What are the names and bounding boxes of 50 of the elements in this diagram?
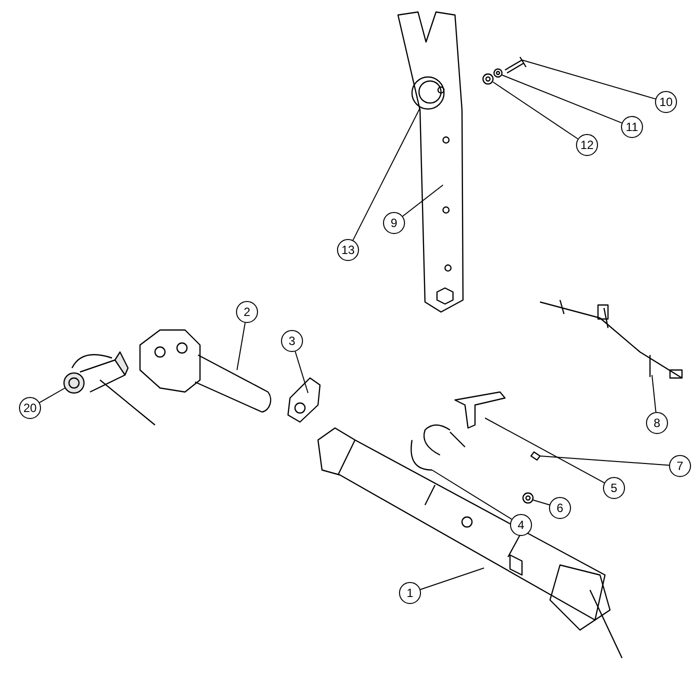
callout-number: 1 — [406, 587, 414, 599]
callout-circle — [655, 91, 677, 113]
leader-line — [502, 74, 622, 124]
callout-number: 12 — [580, 139, 594, 151]
leader-line — [352, 108, 420, 241]
bracket-plate-drawing — [454, 391, 506, 429]
leader-line — [294, 351, 308, 394]
leader-line — [236, 322, 246, 370]
callout-number: 2 — [244, 306, 250, 318]
callout-circle — [646, 412, 668, 434]
callout-circle — [19, 397, 41, 419]
leader-line — [39, 388, 66, 404]
callout-number: 4 — [518, 519, 524, 531]
callout-circle — [236, 301, 258, 323]
wrench-drawing — [397, 11, 464, 313]
callout-number: 11 — [626, 121, 638, 133]
callout-number: 5 — [610, 482, 618, 494]
callout-number: 6 — [556, 502, 564, 514]
cylinder-drawing — [317, 427, 623, 659]
nut-drawing — [482, 73, 494, 85]
clevis-pin-drawing — [139, 329, 272, 413]
callout-circle — [576, 134, 598, 156]
washer-drawing — [493, 68, 503, 78]
leader-line — [420, 568, 484, 590]
callout-circle — [603, 477, 625, 499]
callout-circle — [281, 330, 303, 352]
leader-line — [532, 500, 550, 506]
leader-line — [522, 60, 656, 100]
leader-line — [540, 456, 670, 466]
callout-number: 10 — [659, 96, 673, 108]
lock-pin-drawing — [63, 351, 156, 426]
leader-line — [492, 82, 578, 140]
callout-number: 3 — [288, 335, 296, 347]
callout-circle — [669, 455, 691, 477]
leader-line — [432, 470, 512, 520]
screw-drawing — [504, 56, 527, 74]
callout-number: 8 — [654, 417, 660, 429]
callout-circle — [337, 239, 359, 261]
ring-drawing — [287, 377, 321, 423]
callout-number: 9 — [390, 217, 398, 229]
callout-circle — [383, 212, 405, 234]
callout-number: 13 — [341, 244, 355, 256]
cable-drawing — [539, 299, 683, 379]
clamp-drawing — [410, 424, 466, 471]
callout-number: 20 — [23, 402, 37, 414]
callout-number: 7 — [676, 460, 684, 472]
leader-line — [402, 184, 444, 217]
callout-circle — [621, 116, 643, 138]
leader-line — [652, 374, 656, 413]
leader-line — [484, 418, 605, 484]
